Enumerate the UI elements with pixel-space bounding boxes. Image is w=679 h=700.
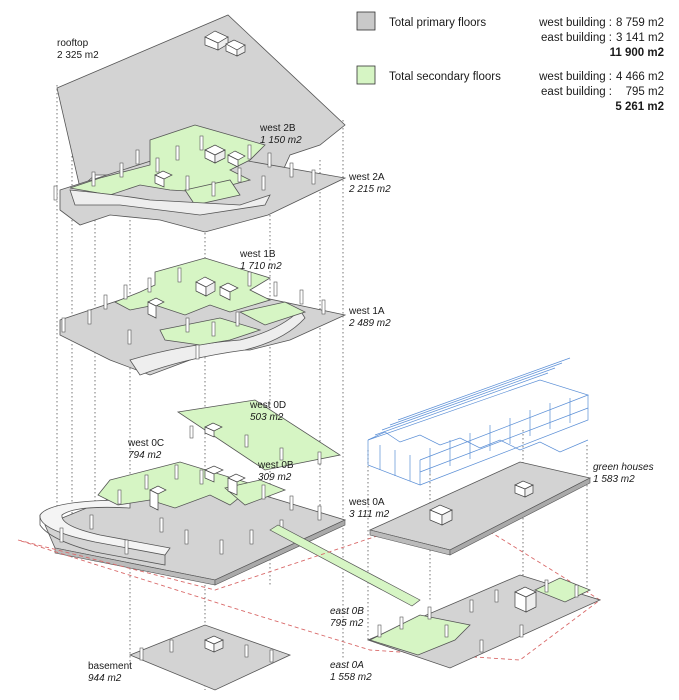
greenhouse-roof-frame: [367, 357, 590, 486]
legend-primary-east-label: east building :: [541, 32, 612, 44]
label-west-0d-name: west 0D: [249, 400, 286, 411]
legend-secondary-east-value: 795 m2: [626, 86, 664, 98]
floor-west-2b: [53, 124, 316, 216]
label-rooftop-name: rooftop: [57, 38, 89, 49]
legend-primary: Total primary floors west building : 8 7…: [356, 11, 664, 59]
rooftop-structure-box: [204, 30, 246, 57]
label-basement-name: basement: [88, 661, 132, 672]
label-west-2b-name: west 2B: [259, 123, 296, 134]
label-west-1a-name: west 1A: [348, 306, 385, 317]
legend-primary-east-value: 3 141 m2: [616, 32, 664, 44]
label-east-0a-name: east 0A: [330, 660, 364, 671]
label-west-2a-area: 2 215 m2: [348, 184, 391, 195]
label-west-0c-area: 794 m2: [128, 450, 162, 461]
legend-secondary-swatch: [356, 65, 376, 85]
legend-secondary-total: 5 261 m2: [615, 101, 664, 113]
label-east-0b-area: 795 m2: [330, 618, 364, 629]
label-west-0c-name: west 0C: [127, 438, 164, 449]
west-1-structure-boxes: [147, 276, 239, 319]
west-2-structure-boxes: [154, 144, 246, 188]
legend-primary-west-label: west building :: [538, 17, 612, 29]
label-west-0b-name: west 0B: [257, 460, 294, 471]
legend-primary-total: 11 900 m2: [610, 47, 664, 59]
legend-secondary-west-value: 4 466 m2: [616, 71, 664, 83]
label-green-houses-name: green houses: [593, 462, 654, 473]
floor-basement: [128, 624, 292, 691]
label-west-1b-area: 1 710 m2: [240, 261, 282, 272]
legend-primary-label: Total primary floors: [389, 17, 486, 29]
label-west-1a-area: 2 489 m2: [348, 318, 391, 329]
floor-west-0d: [176, 399, 342, 471]
floor-west-1b: [61, 257, 326, 360]
legend-primary-swatch: [356, 11, 376, 31]
label-basement-area: 944 m2: [88, 673, 122, 684]
label-west-0a-area: 3 111 m2: [349, 509, 390, 520]
label-rooftop-area: 2 325 m2: [57, 50, 99, 61]
label-west-0d-area: 503 m2: [250, 412, 284, 423]
label-west-0b-area: 309 m2: [258, 472, 292, 483]
legend-secondary-west-label: west building :: [538, 71, 612, 83]
label-west-1b-name: west 1B: [239, 249, 276, 260]
connecting-bridge: [269, 524, 421, 607]
floor-green-houses: [368, 461, 592, 556]
label-west-2b-area: 1 150 m2: [260, 135, 302, 146]
label-east-0a-area: 1 558 m2: [330, 672, 372, 683]
label-east-0b-name: east 0B: [330, 606, 364, 617]
floor-west-0b: [224, 479, 287, 506]
floor-east-0b: [368, 577, 591, 656]
site-boundary: [17, 509, 601, 661]
west-2-columns: [53, 135, 316, 201]
label-green-houses-area: 1 583 m2: [593, 474, 635, 485]
level-labels: rooftop 2 325 m2 west 2B 1 150 m2 west 2…: [57, 38, 654, 684]
label-west-0a-name: west 0A: [348, 497, 385, 508]
legend-secondary-label: Total secondary floors: [389, 71, 501, 83]
legend-primary-west-value: 8 759 m2: [616, 17, 664, 29]
floor-rooftop: [56, 14, 346, 206]
legend-secondary-east-label: east building :: [541, 86, 612, 98]
west-1-columns: [61, 267, 326, 360]
west-0-structure-boxes: [149, 465, 246, 511]
label-west-2a-name: west 2A: [348, 172, 385, 183]
legend: Total primary floors west building : 8 7…: [356, 11, 664, 113]
legend-secondary: Total secondary floors west building : 4…: [356, 65, 664, 113]
